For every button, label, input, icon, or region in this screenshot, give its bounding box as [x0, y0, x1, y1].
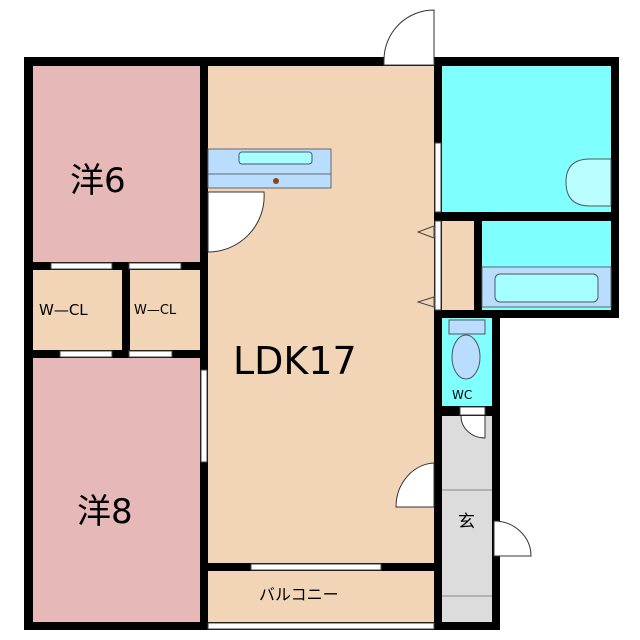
label-wcl1: W—CL: [39, 301, 88, 319]
wcl1-sliding-door-lower[interactable]: [59, 350, 113, 358]
wc-door-swing[interactable]: [460, 415, 486, 439]
washbasin-icon: [565, 158, 612, 207]
bathtub-inner: [494, 273, 599, 303]
exterior-door-swing[interactable]: [493, 520, 532, 557]
washroom-sliding-door[interactable]: [434, 142, 442, 213]
balcony-sliding-window[interactable]: [250, 563, 382, 571]
wcl2-sliding-door-lower[interactable]: [128, 350, 173, 358]
wc-door-opening: [459, 406, 486, 416]
stove-icon: [273, 178, 279, 184]
label-ldk: LDK17: [233, 339, 357, 383]
main-door-swing[interactable]: [383, 9, 435, 61]
wcl1-sliding-door[interactable]: [50, 262, 113, 270]
toilet-tank-icon: [448, 319, 486, 335]
room-wcl1[interactable]: [33, 270, 122, 350]
sink-icon: [238, 151, 313, 165]
western8-sliding-door[interactable]: [200, 369, 208, 463]
storage-door-marker: [416, 225, 435, 239]
storage-door-marker: [416, 296, 435, 308]
label-wc: WC: [452, 388, 472, 402]
label-wcl2: W—CL: [134, 303, 177, 318]
label-western6: 洋6: [70, 161, 126, 201]
balcony-rail: [207, 622, 435, 630]
room-western8[interactable]: [33, 358, 200, 622]
wcl2-sliding-door[interactable]: [128, 262, 182, 270]
ldk-entrance-door-swing[interactable]: [395, 462, 435, 508]
label-western8: 洋8: [77, 492, 133, 532]
western6-door-swing[interactable]: [207, 191, 265, 253]
room-western6[interactable]: [33, 66, 200, 262]
toilet-bowl-icon: [451, 334, 481, 380]
room-entrance[interactable]: [442, 416, 492, 622]
room-wcl2[interactable]: [130, 270, 200, 350]
room-storage[interactable]: [442, 221, 474, 310]
label-entrance: 玄: [458, 512, 475, 532]
storage-door[interactable]: [434, 220, 442, 311]
room-balcony[interactable]: [208, 571, 434, 622]
label-balcony: バルコニー: [259, 585, 339, 604]
